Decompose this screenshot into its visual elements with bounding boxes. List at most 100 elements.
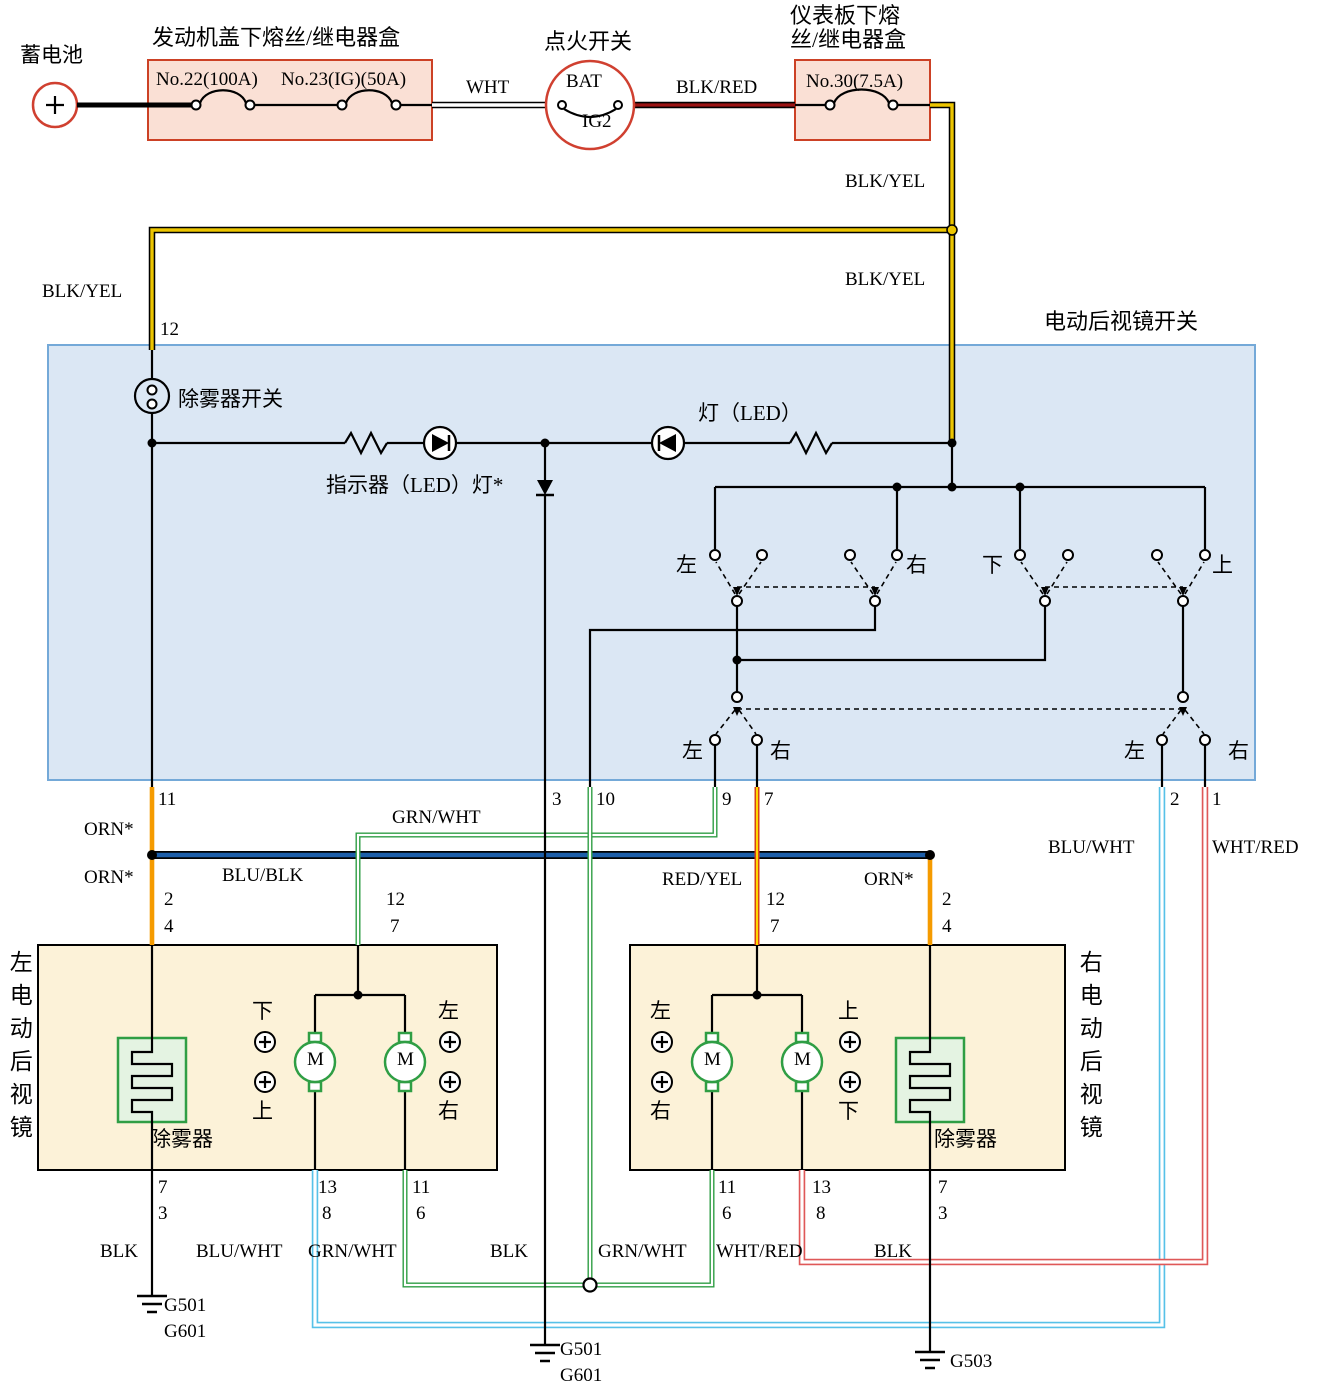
right-mirror-title: 右电动后视镜 xyxy=(1076,950,1102,1148)
left-pin-6-label: 6 xyxy=(416,1203,426,1224)
underdash-box-label-line2: 丝/继电器盒 xyxy=(790,27,907,52)
fuse30-label: No.30(7.5A) xyxy=(806,71,904,92)
right-motor-pin-7-label: 7 xyxy=(770,916,780,937)
left-polarity-terminals xyxy=(254,1031,461,1093)
right-polarity-terminals xyxy=(651,1031,861,1093)
left-dir-up-label: 上 xyxy=(252,1099,273,1123)
left-motor-pin-12-label: 12 xyxy=(386,889,405,910)
ground-symbol-right xyxy=(915,1350,945,1370)
inline-connector-symbol xyxy=(582,1277,598,1293)
led-label: 灯（LED） xyxy=(698,401,802,425)
ground-label-g501-center: G501 xyxy=(560,1339,603,1360)
wire-grn-wht-pin9 xyxy=(355,787,718,945)
select-label-right-1: 右 xyxy=(770,739,791,763)
right-motor-m-1: M xyxy=(704,1049,721,1070)
wire-label-orn-3: ORN* xyxy=(864,869,914,890)
wire-label-blk-yel-3: BLK/YEL xyxy=(42,281,123,302)
left-pin-3-label: 3 xyxy=(158,1203,168,1224)
resistor-symbol xyxy=(789,430,833,456)
right-motor-pin-12-label: 12 xyxy=(766,889,785,910)
wire-label-blu-blk: BLU/BLK xyxy=(222,865,304,886)
right-pin-7-label: 7 xyxy=(938,1177,948,1198)
fuse23-label: No.23(IG)(50A) xyxy=(281,69,407,90)
wire-label-blu-wht-1: BLU/WHT xyxy=(1048,837,1135,858)
left-motor-m-2: M xyxy=(397,1049,414,1070)
select-label-left-2: 左 xyxy=(1124,739,1145,763)
right-defog-pin-2-label: 2 xyxy=(942,889,952,910)
wire-label-grn-wht-1: GRN/WHT xyxy=(392,807,481,828)
wire-label-blk-3: BLK xyxy=(874,1241,912,1262)
right-pin-6-label: 6 xyxy=(722,1203,732,1224)
dir-label-left-upper: 左 xyxy=(676,553,697,577)
junction-dots xyxy=(147,438,1025,1000)
ignition-ig2-terminal-label: IG2 xyxy=(582,111,612,132)
left-defogger-label: 除雾器 xyxy=(150,1127,213,1151)
left-defog-pin-4-label: 4 xyxy=(164,916,174,937)
wire-wht-red xyxy=(798,787,1209,1266)
wire-blk-yel xyxy=(148,101,956,445)
right-pin-8-label: 8 xyxy=(816,1203,826,1224)
right-defogger-grid xyxy=(908,1044,952,1116)
underhood-box-label: 发动机盖下熔丝/继电器盒 xyxy=(152,25,401,50)
left-pin-13-label: 13 xyxy=(318,1177,337,1198)
right-defogger-label: 除雾器 xyxy=(934,1127,997,1151)
fuse-23-symbol xyxy=(336,89,402,111)
dir-label-right-upper: 右 xyxy=(906,553,927,577)
indicator-led-symbol xyxy=(422,425,458,461)
left-defogger-grid xyxy=(130,1044,174,1116)
ignition-bat-terminal-label: BAT xyxy=(566,71,602,92)
left-dir-left-label: 左 xyxy=(438,999,459,1023)
wire-grn-wht-bottom-left xyxy=(402,1170,583,1288)
splice-blk-yel xyxy=(946,224,958,236)
left-defog-pin-2-label: 2 xyxy=(164,889,174,910)
left-motor-symbols xyxy=(293,1031,427,1093)
right-pin-3-label: 3 xyxy=(938,1203,948,1224)
right-pin-13-label: 13 xyxy=(812,1177,831,1198)
switch-pin-9-label: 9 xyxy=(722,789,732,810)
left-mirror-box xyxy=(37,944,498,1171)
wire-label-grn-wht-2: GRN/WHT xyxy=(308,1241,397,1262)
switch-pin-7-label: 7 xyxy=(764,789,774,810)
fuse22-label: No.22(100A) xyxy=(156,69,258,90)
wire-label-blu-wht-2: BLU/WHT xyxy=(196,1241,283,1262)
wire-label-orn-1: ORN* xyxy=(84,819,134,840)
right-dir-up-label: 上 xyxy=(838,999,859,1023)
right-dir-right-label: 右 xyxy=(650,1099,671,1123)
mirror-switch-box xyxy=(47,344,1256,781)
ground-label-g601-left: G601 xyxy=(164,1321,207,1342)
ground-label-g601-center: G601 xyxy=(560,1365,603,1386)
wire-label-blk-red: BLK/RED xyxy=(676,77,758,98)
wire-label-orn-2: ORN* xyxy=(84,867,134,888)
ignition-switch-symbol xyxy=(544,59,636,151)
right-dir-down-label: 下 xyxy=(838,1099,859,1123)
switch-pin-2-label: 2 xyxy=(1170,789,1180,810)
ignition-switch-label: 点火开关 xyxy=(544,29,633,54)
left-pin-8-label: 8 xyxy=(322,1203,332,1224)
ground-label-g503: G503 xyxy=(950,1351,993,1372)
underdash-box-label-line1: 仪表板下熔 xyxy=(790,3,901,28)
switch-pin-10-label: 10 xyxy=(596,789,615,810)
switch-pin-1-label: 1 xyxy=(1212,789,1222,810)
left-pin-7-label: 7 xyxy=(158,1177,168,1198)
wire-label-red-yel: RED/YEL xyxy=(662,869,743,890)
wire-label-wht-red-1: WHT/RED xyxy=(1212,837,1299,858)
dir-label-up-upper: 上 xyxy=(1212,553,1233,577)
wire-grn-wht-bottom-right xyxy=(597,1170,715,1288)
left-pin-11-label: 11 xyxy=(412,1177,431,1198)
switch-contacts xyxy=(709,549,1211,746)
switch-pin-3-label: 3 xyxy=(552,789,562,810)
switch-pin-12-label: 12 xyxy=(160,319,179,340)
underdash-fuse-box xyxy=(794,59,931,141)
left-dir-down-label: 下 xyxy=(252,999,273,1023)
battery-label: 蓄电池 xyxy=(20,43,83,67)
select-label-left-1: 左 xyxy=(682,739,703,763)
fuse-30-symbol xyxy=(824,88,899,111)
wire-label-wht-red-2: WHT/RED xyxy=(716,1241,803,1262)
wire-label-blk-2: BLK xyxy=(490,1241,528,1262)
indicator-led-label: 指示器（LED）灯* xyxy=(326,473,504,497)
wire-label-grn-wht-3: GRN/WHT xyxy=(598,1241,687,1262)
defogger-switch-label: 除雾器开关 xyxy=(178,387,283,411)
left-motor-pin-7-label: 7 xyxy=(390,916,400,937)
